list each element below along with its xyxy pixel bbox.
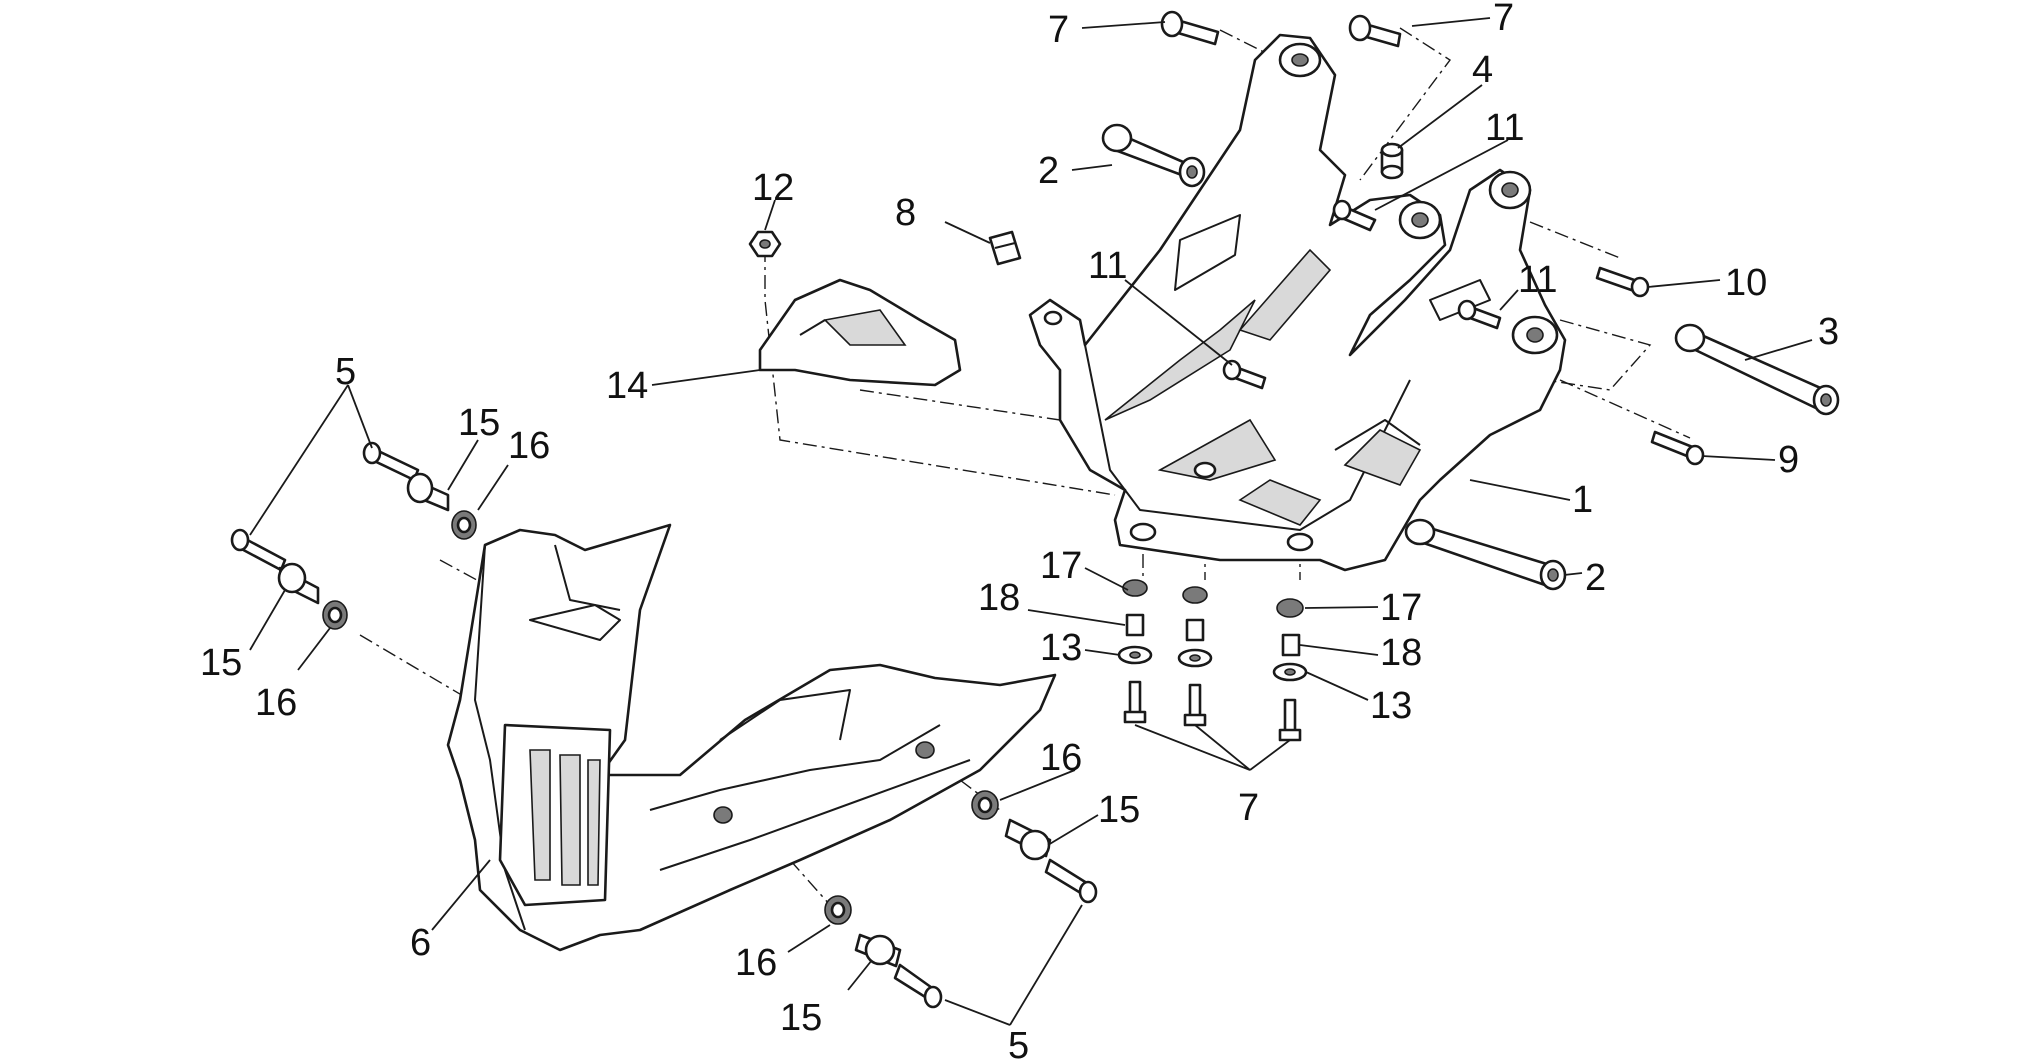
- side-fastener-upper: [362, 441, 477, 540]
- side-fastener-right: [971, 790, 1098, 904]
- bolt-10: [1595, 266, 1650, 298]
- callout-16: 16: [255, 682, 297, 724]
- callout-18: 18: [1380, 632, 1422, 674]
- callout-17: 17: [1040, 545, 1082, 587]
- callout-2: 2: [1585, 557, 1606, 599]
- side-fastener-bottom: [824, 895, 943, 1009]
- callout-15: 15: [780, 997, 822, 1039]
- nut-12: [748, 230, 782, 258]
- callout-2: 2: [1038, 150, 1059, 192]
- callout-15: 15: [458, 402, 500, 444]
- spacer-tube-3: [1674, 323, 1840, 416]
- callout-9: 9: [1778, 439, 1799, 481]
- callout-15: 15: [200, 642, 242, 684]
- bolt-11-a: [1332, 199, 1377, 232]
- leader-lines: [249, 17, 1813, 1026]
- bushing-4: [1380, 142, 1404, 180]
- callout-11: 11: [1485, 107, 1524, 149]
- fastener-stack-left: [1117, 579, 1153, 724]
- callout-7: 7: [1048, 9, 1069, 51]
- bolt-9: [1650, 430, 1705, 466]
- callout-labels: 7 7 4 11 2 12 8 11 11 10 3 14 9 1 2 5 15…: [200, 0, 1839, 1063]
- callout-14: 14: [606, 365, 648, 407]
- spacer-tube-2-lower: [1404, 518, 1567, 591]
- side-fastener-lower-left: [230, 528, 348, 630]
- plate-14: [758, 278, 962, 387]
- callout-7: 7: [1238, 787, 1259, 829]
- callout-11: 11: [1088, 245, 1127, 287]
- spacer-tube-2-upper: [1101, 123, 1206, 188]
- callout-3: 3: [1818, 311, 1839, 353]
- callout-17: 17: [1380, 587, 1422, 629]
- callout-5: 5: [335, 351, 356, 393]
- fastener-stack-right: [1272, 598, 1308, 742]
- callout-5: 5: [1008, 1025, 1029, 1063]
- callout-15: 15: [1098, 789, 1140, 831]
- fastener-stack-middle: [1177, 586, 1213, 727]
- callout-1: 1: [1572, 479, 1593, 521]
- clip-nut-8: [988, 230, 1022, 266]
- callout-7: 7: [1493, 0, 1514, 39]
- callout-18: 18: [978, 577, 1020, 619]
- belly-pan-fairing: [446, 523, 1057, 952]
- callout-13: 13: [1040, 627, 1082, 669]
- callout-11: 11: [1518, 259, 1557, 301]
- bolt-11-b: [1222, 359, 1267, 390]
- callout-4: 4: [1472, 49, 1493, 91]
- bolt-11-c: [1457, 299, 1502, 330]
- callout-12: 12: [752, 167, 794, 209]
- callout-16: 16: [508, 425, 550, 467]
- callout-10: 10: [1725, 262, 1767, 304]
- callout-13: 13: [1370, 685, 1412, 727]
- callout-6: 6: [410, 922, 431, 964]
- frame-bracket: [1028, 33, 1567, 572]
- callout-16: 16: [1040, 737, 1082, 779]
- callout-16: 16: [735, 942, 777, 984]
- callout-8: 8: [895, 192, 916, 234]
- bolt-7-left-top: [1160, 10, 1220, 46]
- bolt-7-right-top: [1348, 14, 1402, 48]
